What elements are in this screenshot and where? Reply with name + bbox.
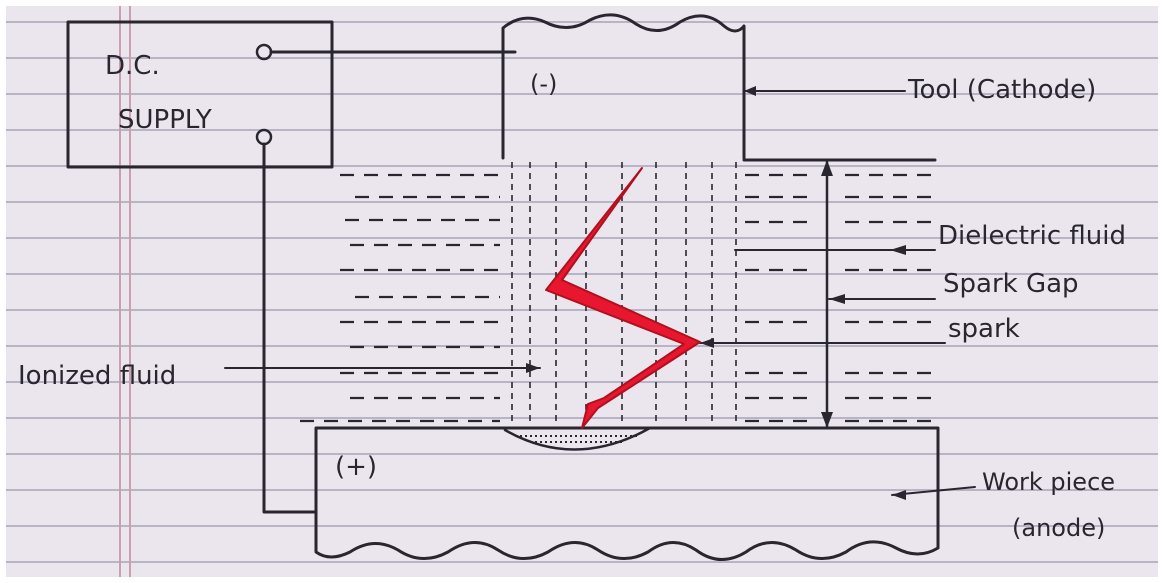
spark-label: spark (948, 314, 1020, 344)
supply-label-line2: SUPPLY (118, 105, 212, 135)
workpiece-label-line1: Work piece (982, 468, 1115, 496)
workpiece-label-line2: (anode) (1012, 514, 1105, 542)
tool-label: Tool (Cathode) (907, 75, 1096, 105)
spark-gap-label: Spark Gap (943, 269, 1079, 299)
supply-label-line1: D.C. (105, 51, 160, 81)
workpiece-polarity: (+) (335, 452, 377, 482)
tool-polarity: (-) (530, 70, 557, 98)
dielectric-label: Dielectric fluid (938, 221, 1126, 251)
ionized-label: Ionized fluid (18, 361, 176, 391)
